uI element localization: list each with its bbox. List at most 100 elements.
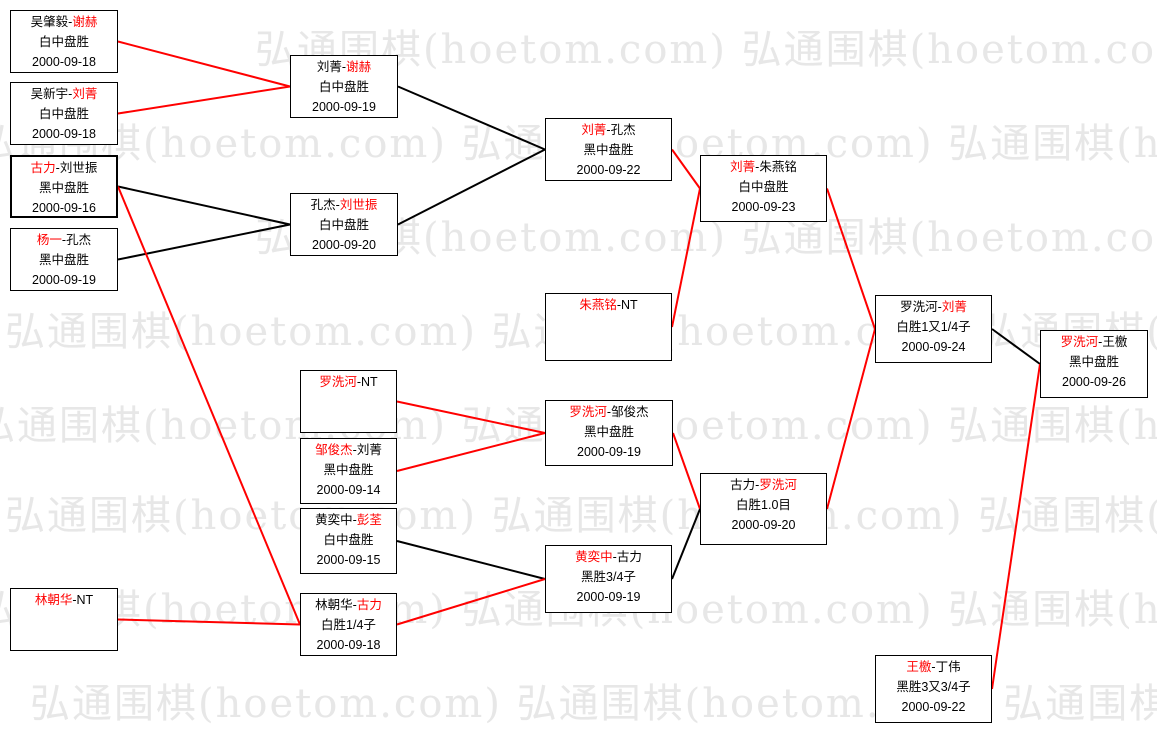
winner-name: 罗洗河 — [319, 375, 357, 389]
match-text-line: 2000-09-19 — [11, 270, 117, 290]
match-text-line: 2000-09-18 — [11, 124, 117, 144]
match-text: 黑中盘胜 — [38, 253, 89, 267]
winner-name: 刘菁 — [730, 160, 756, 174]
winner-name: 罗洗河 — [569, 405, 607, 419]
match-text-line: 朱燕铭-NT — [546, 295, 671, 315]
match-text: 孔杰- — [310, 198, 340, 212]
match-zhuyanming-nt[interactable]: 朱燕铭-NT — [545, 293, 672, 361]
match-text-line: 古力-刘世振 — [12, 158, 116, 178]
match-text-line: 黑中盘胜 — [546, 140, 671, 160]
match-text-line: 2000-09-19 — [291, 97, 397, 117]
match-text: 2000-09-19 — [577, 445, 641, 459]
match-text-line: 孔杰-刘世振 — [291, 195, 397, 215]
winner-name: 刘菁 — [72, 87, 98, 101]
match-luoxihe-zoujunjie[interactable]: 罗洗河-邹俊杰黑中盘胜 2000-09-19 — [545, 400, 673, 466]
match-text-line: 白胜1/4子 — [301, 615, 396, 635]
bracket-edge-red — [117, 186, 301, 625]
bracket-edge-black — [397, 85, 546, 151]
match-text-line: 白中盘胜 — [11, 32, 117, 52]
match-text: -刘世振 — [55, 161, 98, 175]
match-text: -邹俊杰 — [606, 405, 649, 419]
bracket-edge-red — [396, 578, 546, 626]
bracket-edge-red — [396, 400, 546, 434]
match-text-line: 黑中盘胜 — [1041, 352, 1147, 372]
winner-name: 朱燕铭 — [579, 298, 617, 312]
match-wuzhaoyi-xiehe[interactable]: 吴肇毅-谢赫白中盘胜 2000-09-18 — [10, 10, 118, 73]
match-text-line: 白中盘胜 — [301, 530, 396, 550]
match-text: 白中盘胜 — [323, 533, 374, 547]
match-text-line: 刘菁-谢赫 — [291, 57, 397, 77]
match-linchaohua-nt[interactable]: 林朝华-NT — [10, 588, 118, 651]
match-text: 白胜1又1/4子 — [896, 320, 971, 334]
match-text: 黑中盘胜 — [583, 425, 634, 439]
match-text-line: 古力-罗洗河 — [701, 475, 826, 495]
match-text: -NT — [356, 375, 378, 389]
winner-name: 王檄 — [906, 660, 932, 674]
match-yangyi-kongjie[interactable]: 杨一-孔杰黑中盘胜 2000-09-19 — [10, 228, 118, 291]
match-liujing-xiehe[interactable]: 刘菁-谢赫白中盘胜 2000-09-19 — [290, 55, 398, 118]
match-text: 2000-09-18 — [316, 638, 381, 652]
match-text-line: 黑中盘胜 — [301, 460, 396, 480]
bracket-edge-red — [826, 328, 876, 510]
match-text: 吴肇毅- — [30, 15, 73, 29]
match-text-line: 黄奕中-彭荃 — [301, 510, 396, 530]
match-luoxihe-nt[interactable]: 罗洗河-NT — [300, 370, 397, 433]
match-text-line: 2000-09-24 — [876, 337, 991, 357]
match-text-line: 2000-09-19 — [546, 442, 672, 462]
bracket-edge-red — [991, 363, 1041, 690]
match-text: 2000-09-26 — [1062, 375, 1126, 389]
bracket-edge-black — [991, 328, 1041, 365]
match-text-line: 2000-09-22 — [876, 697, 991, 717]
match-text-line: 白中盘胜 — [11, 104, 117, 124]
match-linchaohua-guli[interactable]: 林朝华-古力白胜1/4子 2000-09-18 — [300, 593, 397, 656]
winner-name: 罗洗河 — [1060, 335, 1099, 349]
match-text: 2000-09-23 — [731, 200, 796, 214]
bracket-edge-black — [671, 508, 701, 580]
match-text-line: 白中盘胜 — [291, 77, 397, 97]
winner-name: 刘菁 — [941, 300, 967, 314]
match-text-line: 罗洗河-邹俊杰 — [546, 402, 672, 422]
match-text: -丁伟 — [931, 660, 961, 674]
winner-name: 古力 — [356, 598, 382, 612]
match-text: 2000-09-18 — [32, 55, 96, 69]
match-text-line: 吴新宇-刘菁 — [11, 84, 117, 104]
match-text: 黑中盘胜 — [1068, 355, 1119, 369]
match-text: -NT — [72, 593, 94, 607]
match-text: 2000-09-22 — [901, 700, 966, 714]
match-text-line: 杨一-孔杰 — [11, 230, 117, 250]
bracket-edge-black — [397, 148, 546, 226]
bracket-edge-red — [671, 148, 701, 190]
match-text-line: 黄奕中-古力 — [546, 547, 671, 567]
match-text-line: 黑中盘胜 — [12, 178, 116, 198]
bracket-edge-red — [396, 432, 546, 472]
match-text-line: 2000-09-18 — [301, 635, 396, 655]
winner-name: 谢赫 — [72, 15, 98, 29]
match-text-line: 2000-09-22 — [546, 160, 671, 180]
match-text: 白胜1/4子 — [321, 618, 376, 632]
match-text: -孔杰 — [61, 233, 92, 247]
match-text: 白中盘胜 — [318, 80, 369, 94]
match-text-line: 林朝华-古力 — [301, 595, 396, 615]
match-text-line: 2000-09-26 — [1041, 372, 1147, 392]
match-text-line: 邹俊杰-刘菁 — [301, 440, 396, 460]
match-text: 白中盘胜 — [38, 35, 89, 49]
match-text: 2000-09-24 — [901, 340, 966, 354]
match-text: -孔杰 — [606, 123, 636, 137]
match-text: 白胜1.0目 — [736, 498, 791, 512]
winner-name: 杨一 — [36, 233, 62, 247]
match-text-line: 吴肇毅-谢赫 — [11, 12, 117, 32]
